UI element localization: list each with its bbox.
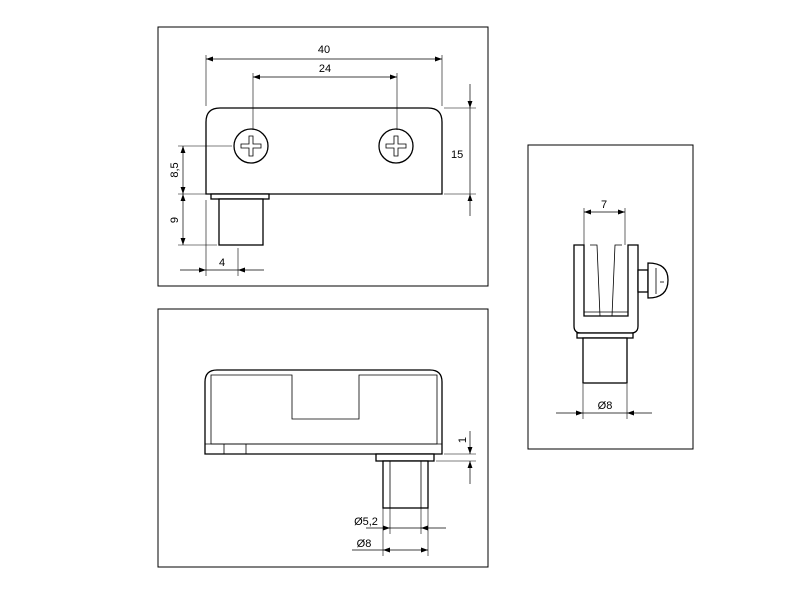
dimension-40: 40 bbox=[205, 44, 443, 106]
bottom-view: 1 Ø5,2 Ø8 bbox=[157, 308, 489, 568]
pin bbox=[218, 198, 264, 246]
screw-head bbox=[647, 262, 669, 299]
dimension-4-label: 4 bbox=[219, 257, 225, 269]
bottom-pin bbox=[382, 460, 429, 509]
dimension-1: 1 bbox=[436, 431, 476, 484]
bottom-body-inner bbox=[210, 374, 438, 445]
dimension-7: 7 bbox=[583, 199, 626, 245]
dimension-inner-diameter-label: Ø5,2 bbox=[354, 516, 378, 528]
fork-clip bbox=[573, 244, 639, 334]
dimension-side-diameter: Ø8 bbox=[556, 384, 652, 419]
dimension-8-5: 8,5 bbox=[169, 145, 232, 195]
dimension-24: 24 bbox=[252, 63, 398, 130]
dimension-9: 9 bbox=[169, 194, 217, 246]
dimension-8-5-label: 8,5 bbox=[169, 162, 181, 177]
side-flange bbox=[576, 332, 634, 339]
bottom-view-frame bbox=[157, 308, 489, 568]
dimension-15: 15 bbox=[444, 84, 476, 216]
side-view-frame bbox=[527, 144, 694, 450]
dimension-side-diameter-label: Ø8 bbox=[598, 400, 613, 412]
screw-right bbox=[378, 128, 414, 164]
dimension-inner-diameter: Ø5,2 bbox=[354, 508, 446, 534]
dimension-24-label: 24 bbox=[319, 63, 331, 75]
bottom-flange bbox=[375, 453, 435, 462]
top-view: 40 24 15 8,5 9 bbox=[157, 26, 489, 287]
dimension-1-label: 1 bbox=[457, 437, 469, 443]
dimension-4: 4 bbox=[180, 200, 264, 276]
pin-flange bbox=[210, 193, 270, 200]
bottom-body bbox=[204, 369, 443, 455]
top-view-frame bbox=[157, 26, 489, 287]
side-view: 7 Ø8 bbox=[527, 144, 694, 450]
dimension-7-label: 7 bbox=[601, 199, 607, 211]
fork-inner-lines bbox=[590, 244, 622, 317]
dimension-outer-diameter: Ø8 bbox=[352, 508, 429, 556]
dimension-9-label: 9 bbox=[169, 217, 181, 223]
dimension-15-label: 15 bbox=[451, 149, 463, 161]
screw-left bbox=[233, 128, 269, 164]
side-pin bbox=[582, 337, 628, 384]
dimension-outer-diameter-label: Ø8 bbox=[357, 538, 372, 550]
screw-neck bbox=[637, 269, 649, 293]
dimension-40-label: 40 bbox=[318, 44, 330, 56]
hinge-body bbox=[205, 107, 443, 195]
